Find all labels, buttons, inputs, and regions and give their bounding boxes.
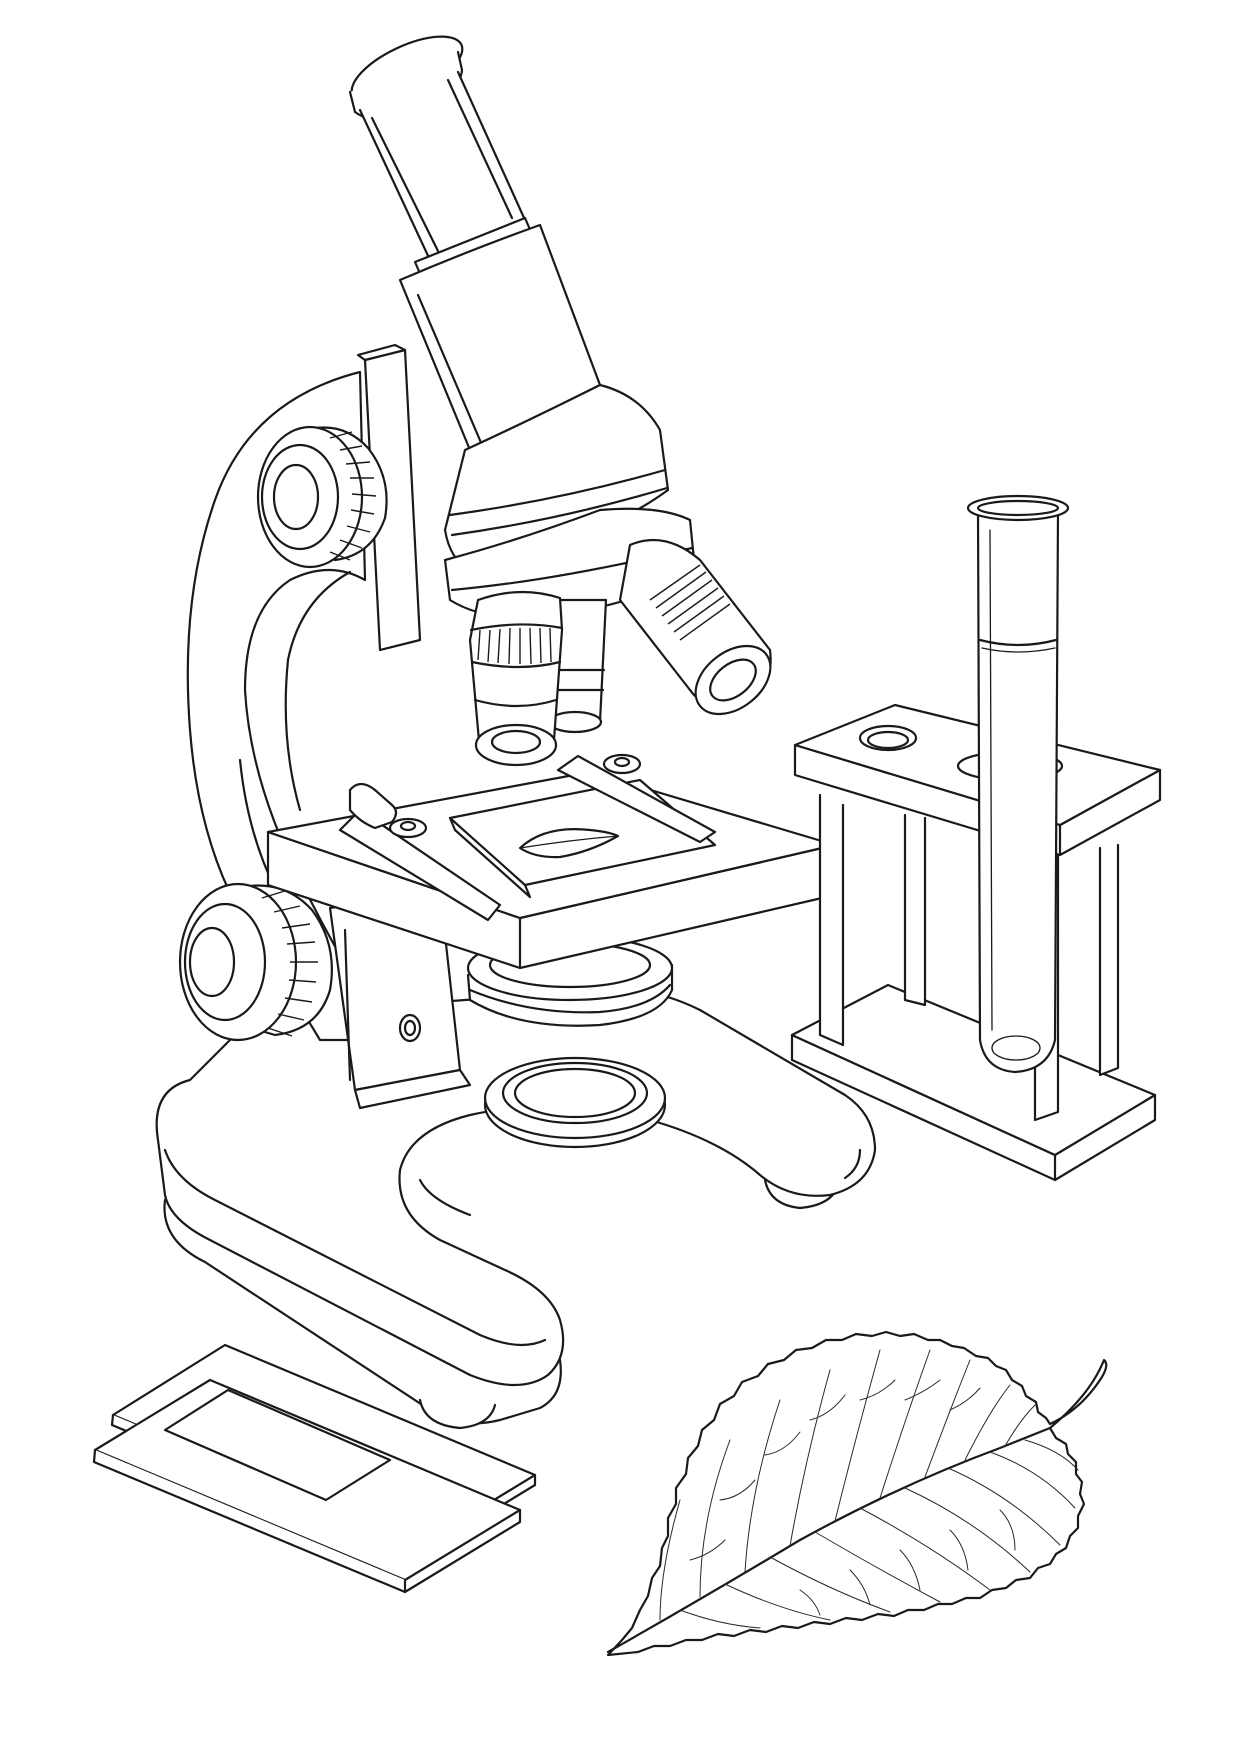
- microscope-focus-block: [328, 343, 472, 1110]
- microscope-light-ring: [483, 1056, 667, 1149]
- microscope-stage: [266, 753, 837, 970]
- microscope-icon: [155, 35, 877, 1430]
- test-tube-icon: [966, 494, 1070, 1074]
- glass-slide-icon: [92, 1343, 537, 1594]
- objective-lenses: [468, 538, 772, 767]
- leaf-icon: [606, 1330, 1108, 1657]
- coarse-focus-knob: [256, 425, 388, 569]
- microscope-base: [155, 988, 877, 1430]
- fine-focus-knob: [178, 882, 333, 1042]
- microscope-body-tube: [348, 35, 697, 619]
